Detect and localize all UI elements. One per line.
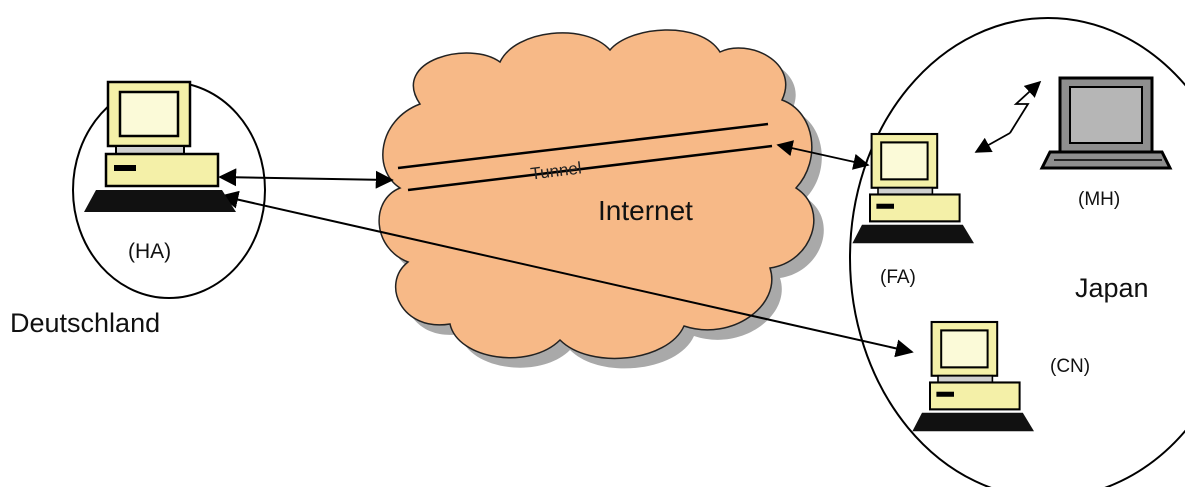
lightning-bolt-icon — [1009, 80, 1042, 134]
link-fa-to-mh — [974, 132, 1011, 153]
link-tunnel-to-fa — [776, 140, 870, 170]
mobile-host-label: (MH) — [1078, 189, 1120, 210]
correspondent-node-desktop-computer-icon — [911, 320, 1036, 433]
home-agent-desktop-computer-icon — [82, 80, 238, 214]
link-ha-to-tunnel — [218, 168, 394, 189]
foreign-region-label: Japan — [1075, 273, 1149, 303]
home-region-label: Deutschland — [10, 308, 160, 338]
link-ha-to-cn — [220, 190, 914, 358]
correspondent-node-label: (CN) — [1050, 356, 1090, 377]
internet-label: Internet — [598, 195, 693, 226]
tunnel-upper-line — [397, 122, 769, 170]
foreign-agent-desktop-computer-icon — [851, 132, 976, 245]
tunnel-lower-line — [407, 144, 773, 192]
home-agent-label: (HA) — [128, 240, 171, 263]
cloud-body — [378, 29, 815, 360]
mobile-host-laptop-icon — [1040, 76, 1172, 170]
foreign-agent-label: (FA) — [880, 267, 916, 288]
